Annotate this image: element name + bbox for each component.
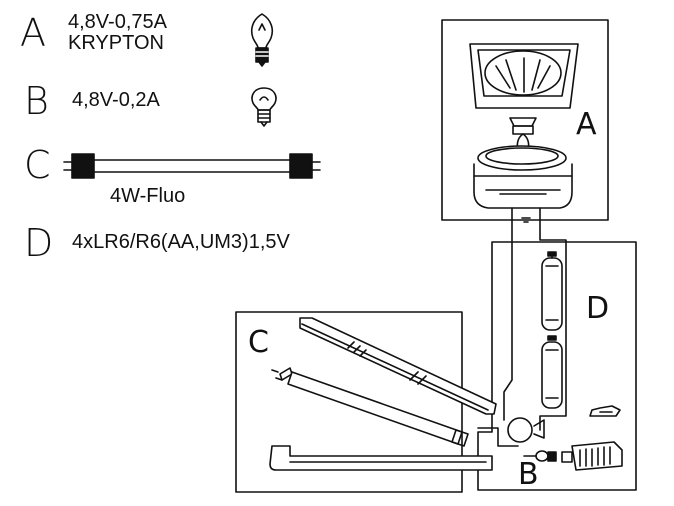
battery-lower [541, 335, 563, 409]
lamp-reflector [469, 43, 579, 109]
diagram-label-b: B [518, 457, 539, 492]
battery-upper [541, 251, 563, 331]
diffuser-cover [299, 317, 497, 415]
small-bulb-icon [251, 87, 277, 127]
small-bulb-part [523, 450, 557, 462]
legend-d-battery-spec: 4xLR6/R6(AA,UM3)1,5V [72, 231, 290, 253]
legend-a-letter: A [20, 11, 46, 55]
diagram-label-c: C [248, 325, 269, 360]
legend-c-caption: 4W-Fluo [110, 185, 186, 207]
legend-c-letter: C [24, 143, 51, 187]
lamp-body [503, 207, 567, 443]
diagram-label-a: A [576, 107, 597, 142]
legend-b-rating: 4,8V-0,2A [72, 89, 160, 111]
fluorescent-tube-icon [63, 153, 321, 179]
diagram-label-d: D [586, 291, 609, 326]
legend-a-spec: 4,8V-0,75A KRYPTON [68, 12, 167, 54]
legend-b-letter: B [24, 79, 49, 123]
frame-d [477, 241, 637, 491]
legend-a-type: KRYPTON [68, 32, 164, 54]
frame-a [441, 19, 609, 221]
lamp-head [473, 145, 573, 209]
bulb-socket [561, 441, 623, 471]
fluorescent-tube-part [271, 367, 469, 447]
lamp-housing [269, 427, 519, 471]
battery-clip [589, 405, 621, 417]
legend-d-letter: D [24, 221, 54, 265]
krypton-bulb-icon [250, 13, 274, 67]
legend-a-rating: 4,8V-0,75A [68, 11, 167, 33]
